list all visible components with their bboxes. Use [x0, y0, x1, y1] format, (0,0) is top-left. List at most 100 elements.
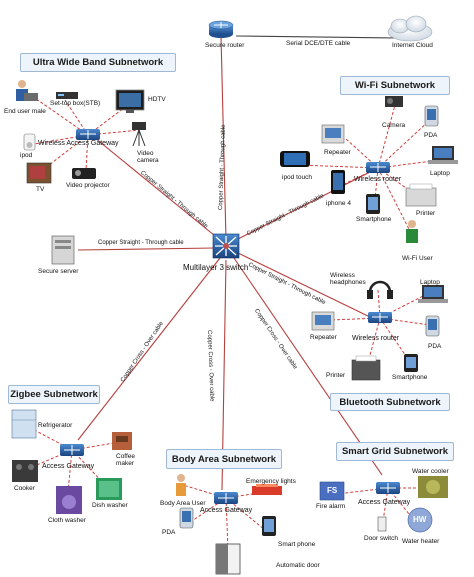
bt-router-label: Wireless router: [352, 335, 400, 342]
uwb-projector-label: Video projector: [66, 182, 110, 189]
switch-label: Multilayer 3 switch: [183, 263, 249, 272]
title-smart-grid: Smart Grid Subnetwork: [336, 442, 454, 461]
uwb-hdtv-label: HDTV: [148, 96, 166, 103]
grid-fire-alarm-label: Fire alarm: [316, 503, 346, 510]
wifi-camera-label: Camera: [382, 122, 406, 129]
wifi-camera-icon: [385, 96, 403, 107]
zigbee-dish-washer-label: Dish washer: [92, 502, 128, 509]
hdtv-icon: [115, 89, 145, 113]
water-heater-icon: [407, 507, 433, 533]
iphone-icon: [331, 170, 345, 194]
title-wifi: Wi-Fi Subnetwork: [340, 76, 450, 95]
uwb-video-camera-label: Video camera: [137, 150, 159, 164]
link-router-cloud: [235, 35, 401, 39]
grid-hw-label: HW: [413, 515, 427, 524]
bt-repeater-icon: [311, 311, 335, 331]
bt-pda-label: PDA: [428, 343, 442, 350]
grid-door-switch-label: Door switch: [364, 535, 398, 542]
video-camera-icon: [132, 122, 146, 147]
wifi-repeater-label: Repeater: [324, 149, 351, 156]
printer-icon-wifi: [405, 183, 437, 207]
cloth-washer-icon: [56, 486, 82, 514]
wifi-user-icon: [406, 220, 418, 243]
wifi-printer-label: Printer: [416, 210, 436, 217]
body-smartphone-label: Smart phone: [278, 541, 316, 548]
uwb-gateway-label: Wireless Access Gateway: [38, 140, 119, 147]
laptop-icon-bt: [418, 285, 448, 303]
bt-headphones-label: Wireless headphones: [330, 272, 366, 286]
wifi-user-label: Wi-Fi User: [402, 255, 433, 262]
zigbee-cooker-label: Cooker: [14, 485, 35, 492]
dish-washer-icon: [96, 478, 122, 500]
wifi-repeater-icon: [321, 124, 345, 144]
smartphone-icon-bt: [404, 354, 418, 372]
link-bt-switch: [235, 251, 373, 319]
wifi-iphone-label: iphone 4: [326, 200, 351, 207]
door-switch-icon: [377, 516, 387, 532]
bt-printer-label: Printer: [326, 372, 346, 379]
water-cooler-icon: [418, 476, 448, 498]
zigbee-gateway-icon: [60, 444, 84, 456]
automatic-door-icon: [215, 543, 241, 575]
body-pda-icon: [179, 507, 194, 529]
bt-smartphone-label: Smartphone: [392, 374, 428, 381]
title-uwb: Ultra Wide Band Subnetwork: [20, 53, 176, 72]
link-zigbee-switch: [77, 257, 221, 441]
uwb-tv-label: TV: [36, 186, 45, 193]
zigbee-coffee-label: Coffee maker: [116, 453, 136, 467]
ipod-icon: [23, 133, 36, 151]
zigbee-gateway-label: Access Gateway: [42, 463, 95, 470]
secure-server-label: Secure server: [38, 268, 79, 275]
wifi-smartphone-label: Smartphone: [356, 216, 392, 223]
ipod-touch-icon: [280, 151, 310, 167]
body-gateway-label: Access Gateway: [200, 507, 253, 514]
title-grid-text: Smart Grid Subnetwork: [341, 446, 449, 457]
bt-repeater-label: Repeater: [310, 334, 337, 341]
link-router-switch: [220, 35, 227, 241]
uwb-gateway-icon: [76, 129, 100, 140]
coffee-maker-icon: [112, 432, 132, 450]
title-uwb-text: Ultra Wide Band Subnetwork: [32, 57, 164, 68]
title-wifi-text: Wi-Fi Subnetwork: [354, 80, 436, 91]
title-bluetooth-text: Bluetooth Subnetwork: [339, 396, 441, 408]
multilayer-switch-icon: [212, 233, 240, 259]
wifi-router-label: Wireless router: [354, 176, 402, 183]
secure-router-icon: [208, 20, 234, 38]
title-zigbee-text: Zigbee Subnetwork: [10, 389, 98, 400]
wifi-laptop-label: Laptop: [430, 170, 450, 177]
refrigerator-icon: [11, 409, 37, 439]
grid-gateway-label: Access Gateway: [358, 499, 411, 506]
printer-icon-bt: [351, 355, 381, 381]
grid-gateway-icon: [376, 482, 400, 494]
wifi-router-icon: [366, 162, 390, 173]
body-user-label: Body Area User: [160, 500, 206, 507]
body-pda-label: PDA: [162, 529, 176, 536]
backbone-links: [77, 35, 401, 491]
grid-water-heater-label: Water heater: [402, 538, 440, 545]
link-uwb-switch: [94, 137, 221, 241]
headphones-icon: [367, 280, 393, 299]
grid-fs-label: FS: [327, 486, 338, 495]
settop-box-icon: [56, 92, 78, 99]
uwb-ipod-label: ipod: [20, 152, 33, 159]
smartphone-icon-wifi: [366, 194, 380, 214]
link-wifi-switch: [235, 171, 371, 241]
wifi-pda-icon: [424, 105, 439, 127]
wifi-ipod-touch-label: ipod touch: [282, 174, 312, 181]
laptop-icon-wifi: [428, 146, 458, 164]
end-user-male-icon: [16, 80, 38, 101]
body-gateway-icon: [214, 492, 238, 504]
cooker-icon: [12, 460, 38, 482]
wifi-pda-label: PDA: [424, 132, 438, 139]
body-user-icon: [176, 474, 186, 496]
smart-phone-icon-body: [262, 516, 276, 536]
serial-cable-label: Serial DCE/DTE cable: [286, 40, 351, 47]
zigbee-cloth-washer-label: Cloth washer: [48, 517, 86, 524]
internet-cloud-label: Internet Cloud: [392, 42, 433, 49]
bt-laptop-label: Laptop: [420, 279, 440, 286]
title-bluetooth: Bluetooth Subnetwork: [330, 393, 450, 411]
link-grid-switch: [233, 257, 383, 476]
zigbee-refrigerator-label: Refrigerator: [38, 422, 73, 429]
